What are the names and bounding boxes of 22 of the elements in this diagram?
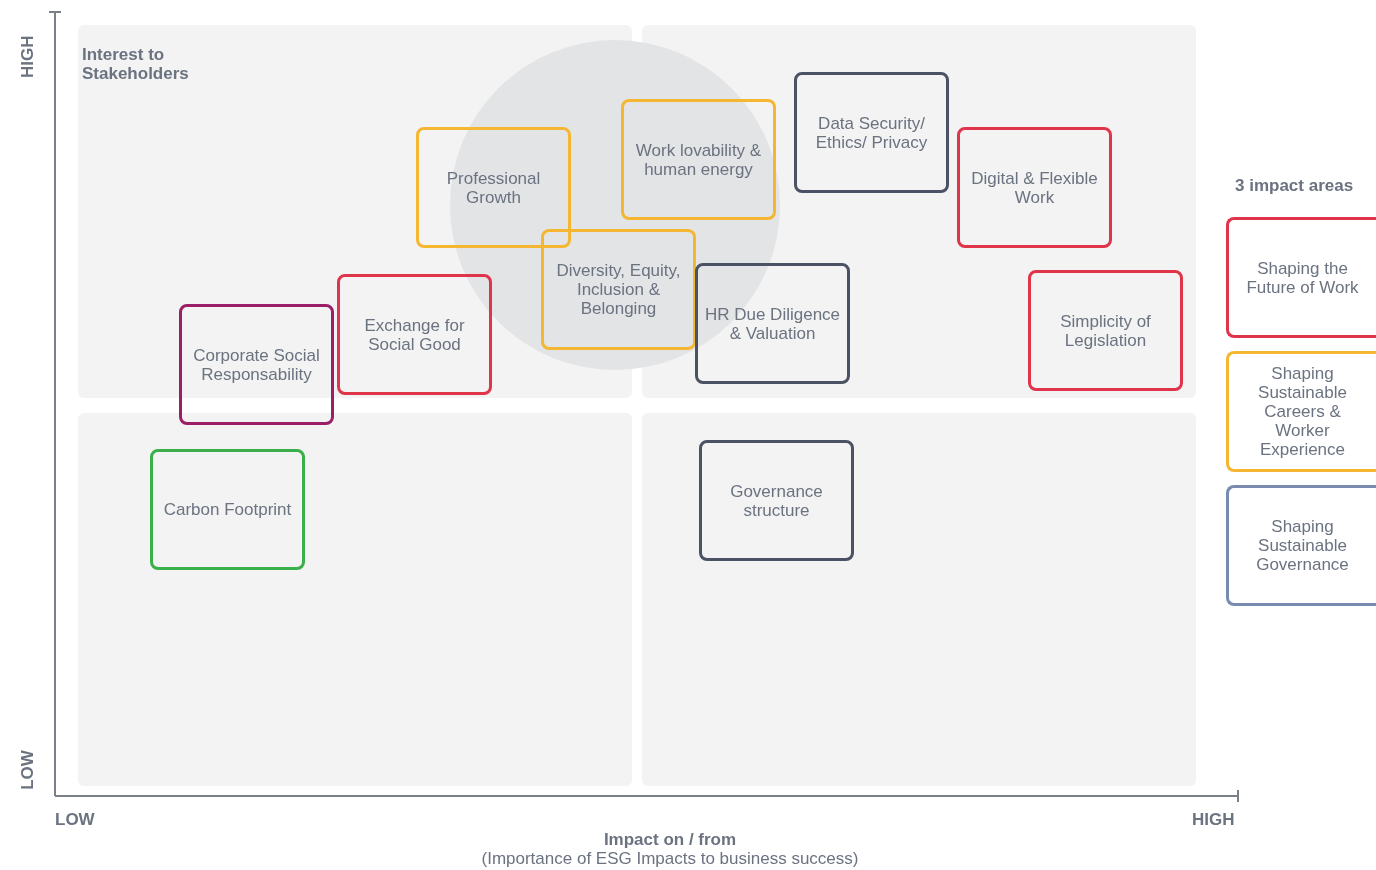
axis-end-label: HIGH bbox=[18, 38, 38, 78]
topic-box: Carbon Footprint bbox=[150, 449, 305, 570]
axis-title: Impact on / from bbox=[602, 830, 738, 850]
topic-box: Data Security/ Ethics/ Privacy bbox=[794, 72, 949, 193]
topic-box: Simplicity of Legislation bbox=[1028, 270, 1183, 391]
topic-box: Diversity, Equity, Inclusion & Belonging bbox=[541, 229, 696, 350]
impact-area-box: Shaping the Future of Work bbox=[1226, 217, 1376, 338]
axis-end-label: LOW bbox=[18, 750, 38, 790]
impact-area-box: Shaping Sustainable Careers & Worker Experience bbox=[1226, 351, 1376, 472]
topic-box: Corporate Social Responsability bbox=[179, 304, 334, 425]
axis-title: Interest to Stakeholders bbox=[82, 45, 190, 83]
topic-box: Governance structure bbox=[699, 440, 854, 561]
axis-end-label: LOW bbox=[55, 810, 95, 830]
topic-box: Work lovability & human energy bbox=[621, 99, 776, 220]
axis-subtitle: (Importance of ESG Impacts to business success) bbox=[480, 849, 860, 869]
topic-box: Digital & Flexible Work bbox=[957, 127, 1112, 248]
legend-title: 3 impact areas bbox=[1235, 176, 1354, 196]
topic-box: HR Due Diligence & Valuation bbox=[695, 263, 850, 384]
topic-box: Professional Growth bbox=[416, 127, 571, 248]
impact-area-box: Shaping Sustainable Governance bbox=[1226, 485, 1376, 606]
topic-box: Exchange for Social Good bbox=[337, 274, 492, 395]
axis-end-label: HIGH bbox=[1192, 810, 1235, 830]
